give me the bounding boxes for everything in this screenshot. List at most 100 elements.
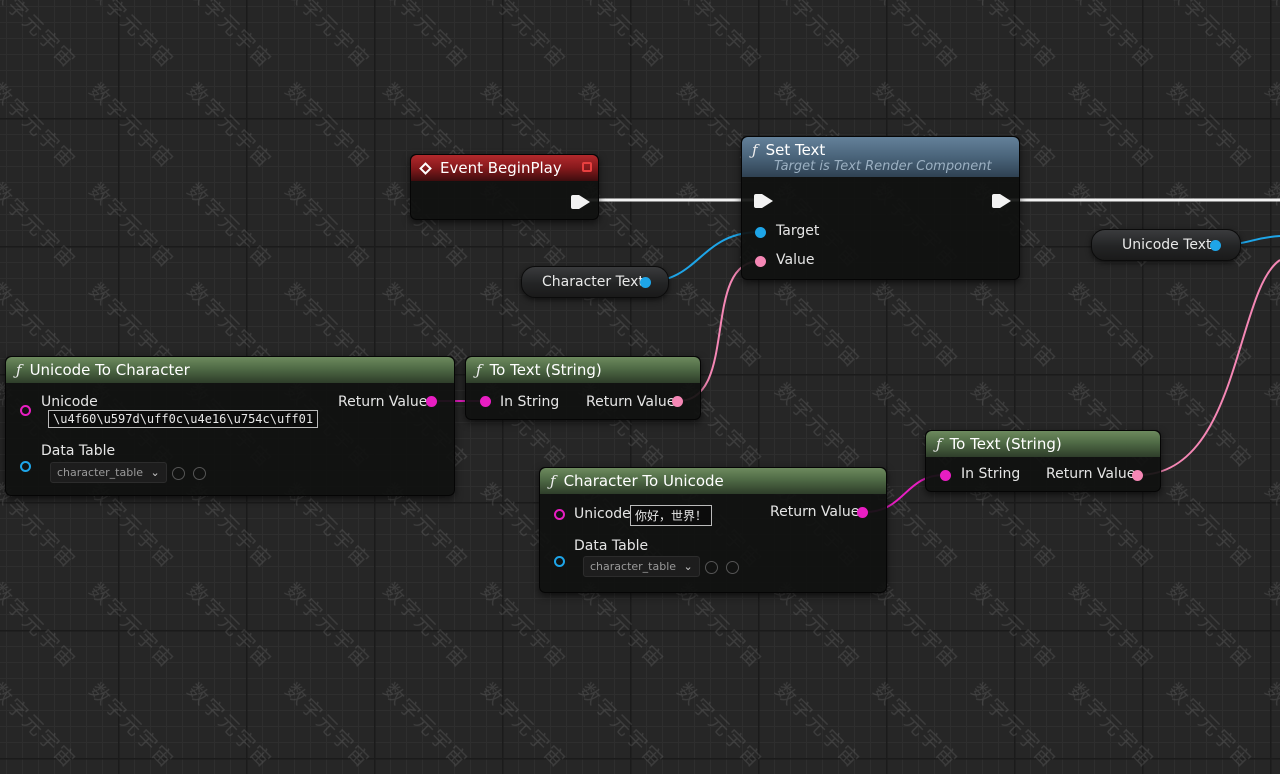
watermark-text: 数字元宇宙 [770,278,866,373]
stop-icon [582,162,592,172]
watermark-text: 数字元宇宙 [0,78,82,173]
watermark-text: 数字元宇宙 [966,578,1062,673]
character-text-out-pin[interactable] [640,277,651,288]
return-value-pin[interactable] [426,396,437,407]
watermark-text: 数字元宇宙 [1260,578,1280,673]
return-value-pin[interactable] [857,507,868,518]
to-text-string-node-1[interactable]: ƒ To Text (String) In String Return Valu… [465,356,701,420]
value-pin[interactable] [755,256,766,267]
watermark-text: 数字元宇宙 [182,78,278,173]
function-icon: ƒ [476,361,482,379]
watermark-text: 数字元宇宙 [1162,578,1258,673]
target-pin[interactable] [755,227,766,238]
watermark-text: 数字元宇宙 [1162,0,1258,73]
return-value-label: Return Value [338,394,428,410]
event-begin-play-node[interactable]: Event BeginPlay [410,154,599,220]
watermark-text: 数字元宇宙 [0,578,82,673]
watermark-text: 数字元宇宙 [182,0,278,73]
return-value-label-1: Return Value [586,394,676,410]
watermark-text: 数字元宇宙 [672,0,768,73]
watermark-text: 数字元宇宙 [378,578,474,673]
to-text-string-title-1: To Text (String) [489,361,602,379]
watermark-text: 数字元宇宙 [868,278,964,373]
data-table-label: Data Table [574,538,649,554]
function-icon: ƒ [16,361,22,379]
data-table-value: character_table [57,466,144,479]
return-value-pin-1[interactable] [672,396,683,407]
unicode-input[interactable]: 你好，世界！ [630,505,713,526]
value-pin-label: Value [776,252,815,268]
watermark-text: 数字元宇宙 [1064,78,1160,173]
search-icon[interactable] [726,561,739,574]
event-begin-play-header: Event BeginPlay [411,155,598,181]
set-text-header: ƒ Set Text Target is Text Render Compone… [742,137,1019,177]
unicode-input[interactable]: \u4f60\u597d\uff0c\u4e16\u754c\uff01 [48,410,319,428]
watermark-text: 数字元宇宙 [574,678,670,773]
chevron-down-icon: ⌄ [683,560,693,573]
watermark-text: 数字元宇宙 [280,578,376,673]
set-text-subtitle: Target is Text Render Component [774,158,992,174]
watermark-text: 数字元宇宙 [966,678,1062,773]
watermark-text: 数字元宇宙 [1162,478,1258,573]
character-to-unicode-header: ƒ Character To Unicode [540,468,886,494]
character-text-variable[interactable]: Character Text [521,266,669,298]
watermark-text: 数字元宇宙 [868,678,964,773]
character-to-unicode-node[interactable]: ƒ Character To Unicode Unicode 你好，世界！ Da… [539,467,887,593]
watermark-text: 数字元宇宙 [84,578,180,673]
unicode-label: Unicode [574,506,631,522]
unicode-to-character-node[interactable]: ƒ Unicode To Character Unicode \u4f60\u5… [5,356,455,496]
watermark-text: 数字元宇宙 [672,678,768,773]
watermark-text: 数字元宇宙 [1260,178,1280,273]
data-table-dropdown[interactable]: character_table ⌄ [50,462,167,483]
watermark-text: 数字元宇宙 [1162,678,1258,773]
return-value-label-2: Return Value [1046,466,1136,482]
watermark-text: 数字元宇宙 [1260,78,1280,173]
watermark-text: 数字元宇宙 [1162,78,1258,173]
watermark-text: 数字元宇宙 [280,78,376,173]
exec-in-pin[interactable] [754,194,774,210]
watermark-text: 数字元宇宙 [1064,278,1160,373]
character-to-unicode-title: Character To Unicode [563,472,724,490]
data-table-pin[interactable] [554,556,565,567]
search-icon[interactable] [193,467,206,480]
to-text-string-header-1: ƒ To Text (String) [466,357,700,383]
watermark-text: 数字元宇宙 [966,278,1062,373]
watermark-text: 数字元宇宙 [1064,0,1160,73]
exec-out-pin[interactable] [992,194,1012,210]
reset-arrow-icon[interactable] [705,561,718,574]
to-text-string-title-2: To Text (String) [949,435,1062,453]
function-icon: ƒ [936,435,942,453]
watermark-text: 数字元宇宙 [84,0,180,73]
target-pin-label: Target [776,223,820,239]
unicode-to-character-header: ƒ Unicode To Character [6,357,454,383]
watermark-text: 数字元宇宙 [280,0,376,73]
exec-out-pin[interactable] [571,194,591,210]
watermark-text: 数字元宇宙 [182,178,278,273]
watermark-text: 数字元宇宙 [84,678,180,773]
reset-arrow-icon[interactable] [172,467,185,480]
watermark-text: 数字元宇宙 [1064,578,1160,673]
in-string-pin-1[interactable] [480,396,491,407]
watermark-text: 数字元宇宙 [1260,478,1280,573]
unicode-text-variable[interactable]: Unicode Text [1091,229,1241,261]
return-value-pin-2[interactable] [1132,470,1143,481]
in-string-pin-2[interactable] [940,470,951,481]
unicode-in-pin[interactable] [554,509,565,520]
watermark-text: 数字元宇宙 [84,178,180,273]
data-table-dropdown[interactable]: character_table ⌄ [583,556,700,577]
data-table-pin[interactable] [20,461,31,472]
watermark-text: 数字元宇宙 [1260,278,1280,373]
function-icon: ƒ [550,472,556,490]
set-text-node[interactable]: ƒ Set Text Target is Text Render Compone… [741,136,1020,280]
watermark-text: 数字元宇宙 [868,0,964,73]
watermark-text: 数字元宇宙 [1260,678,1280,773]
in-string-label-2: In String [961,466,1021,482]
unicode-to-character-title: Unicode To Character [29,361,190,379]
to-text-string-node-2[interactable]: ƒ To Text (String) In String Return Valu… [925,430,1161,492]
set-text-title: Set Text [765,140,826,159]
watermark-text: 数字元宇宙 [574,0,670,73]
unicode-text-out-pin[interactable] [1210,240,1221,251]
unicode-in-pin[interactable] [20,405,31,416]
watermark-text: 数字元宇宙 [84,78,180,173]
watermark-text: 数字元宇宙 [182,678,278,773]
